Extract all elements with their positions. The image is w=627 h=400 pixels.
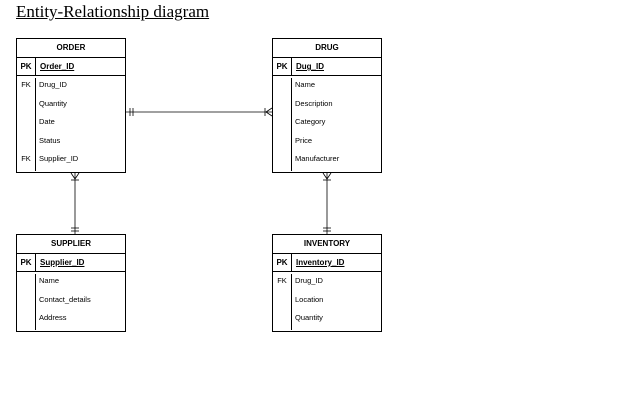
- attribute-row: Status: [17, 132, 125, 151]
- pk-field: Order_ID: [35, 58, 125, 75]
- attribute-name: Address: [39, 313, 67, 322]
- entity-drug[interactable]: DRUG PK Dug_ID Name Description Category…: [272, 38, 382, 173]
- fk-label: FK: [277, 276, 287, 285]
- attribute-row: Description: [273, 95, 381, 114]
- attribute-row: Quantity: [273, 309, 381, 328]
- fk-label: FK: [21, 80, 31, 89]
- entity-supplier-pk-row: PK Supplier_ID: [17, 254, 125, 272]
- pk-label: PK: [276, 62, 288, 71]
- attribute-row: Quantity: [17, 95, 125, 114]
- entity-inventory-pk-row: PK Inventory_ID: [273, 254, 381, 272]
- attribute-name: Category: [295, 117, 326, 126]
- attribute-name: Supplier_ID: [39, 154, 79, 163]
- entity-inventory[interactable]: INVENTORY PK Inventory_ID FK Drug_ID Loca…: [272, 234, 382, 332]
- entity-supplier-attributes: Name Contact_details Address: [17, 272, 125, 332]
- pk-label: PK: [20, 258, 32, 267]
- attribute-row: Price: [273, 132, 381, 151]
- entity-order[interactable]: ORDER PK Order_ID FK Drug_ID Quantity Dat…: [16, 38, 126, 173]
- attribute-row: Contact_details: [17, 291, 125, 310]
- attribute-name: Contact_details: [39, 294, 91, 304]
- attribute-divider: [35, 78, 36, 171]
- entity-order-attributes: FK Drug_ID Quantity Date Status FK Supplie…: [17, 76, 125, 173]
- relationship-drug-inventory[interactable]: [322, 172, 332, 234]
- attribute-name: Location: [295, 294, 324, 304]
- attribute-name: Description: [295, 98, 333, 108]
- entity-order-name: ORDER: [17, 39, 125, 58]
- attribute-name: Name: [295, 80, 316, 89]
- pk-label: PK: [276, 258, 288, 267]
- attribute-row: Date: [17, 113, 125, 132]
- attribute-row: Category: [273, 113, 381, 132]
- attribute-name: Date: [39, 117, 55, 126]
- attribute-row: FK Supplier_ID: [17, 150, 125, 169]
- attribute-row: Name: [17, 272, 125, 291]
- attribute-divider: [35, 274, 36, 330]
- pk-field: Supplier_ID: [35, 254, 125, 271]
- entity-supplier-name: SUPPLIER: [17, 235, 125, 254]
- attribute-divider: [291, 274, 292, 330]
- attribute-name: Quantity: [39, 98, 67, 108]
- entity-inventory-attributes: FK Drug_ID Location Quantity: [273, 272, 381, 332]
- attribute-row: Location: [273, 291, 381, 310]
- entity-inventory-name: INVENTORY: [273, 235, 381, 254]
- entity-supplier[interactable]: SUPPLIER PK Supplier_ID Name Contact_det…: [16, 234, 126, 332]
- attribute-name: Quantity: [295, 313, 323, 322]
- attribute-row: Name: [273, 76, 381, 95]
- crowfoot-marker: [265, 111, 273, 117]
- entity-drug-attributes: Name Description Category Price Manufact…: [273, 76, 381, 173]
- pk-label: PK: [20, 62, 32, 71]
- attribute-row: Manufacturer: [273, 150, 381, 169]
- entity-order-pk-row: PK Order_ID: [17, 58, 125, 76]
- crowfoot-marker: [70, 172, 76, 180]
- crowfoot-marker: [326, 172, 332, 180]
- attribute-name: Drug_ID: [295, 276, 323, 285]
- page-title: Entity-Relationship diagram: [16, 2, 210, 21]
- attribute-row: Address: [17, 309, 125, 328]
- crowfoot-marker: [322, 172, 328, 180]
- attribute-divider: [291, 78, 292, 171]
- attribute-row: FK Drug_ID: [17, 76, 125, 95]
- attribute-row: FK Drug_ID: [273, 272, 381, 291]
- attribute-name: Manufacturer: [295, 154, 340, 163]
- crowfoot-marker: [265, 107, 273, 113]
- fk-label: FK: [21, 154, 31, 163]
- entity-drug-name: DRUG: [273, 39, 381, 58]
- pk-field: Dug_ID: [291, 58, 381, 75]
- crowfoot-marker: [74, 172, 80, 180]
- pk-field: Inventory_ID: [291, 254, 381, 271]
- attribute-name: Price: [295, 135, 313, 145]
- entity-drug-pk-row: PK Dug_ID: [273, 58, 381, 76]
- attribute-name: Drug_ID: [39, 80, 67, 89]
- relationship-order-drug[interactable]: [126, 107, 273, 117]
- attribute-name: Status: [39, 135, 61, 145]
- relationship-order-supplier[interactable]: [70, 172, 80, 234]
- attribute-name: Name: [39, 276, 60, 285]
